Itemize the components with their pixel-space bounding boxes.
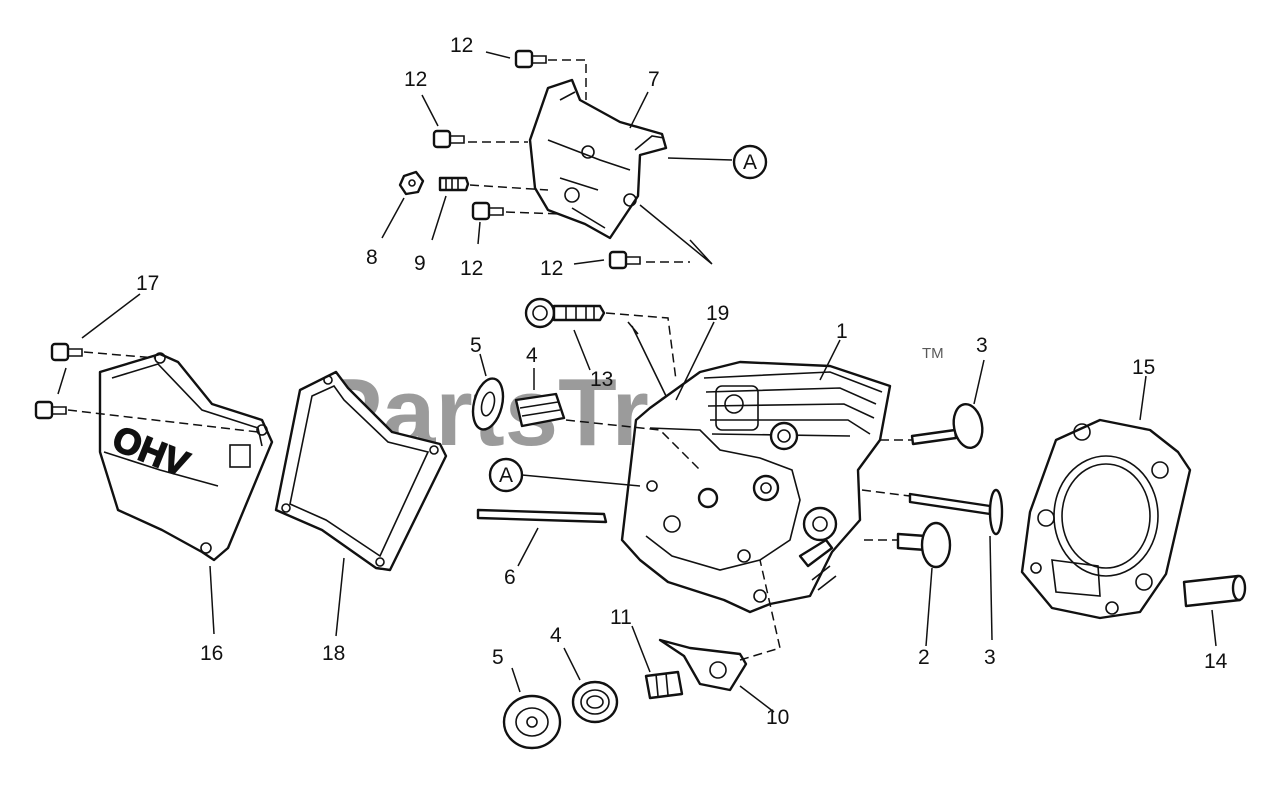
callout-a-side: A bbox=[499, 464, 513, 487]
bolt-12-left bbox=[432, 129, 465, 149]
callout-4-bottom: 4 bbox=[550, 624, 562, 647]
callout-11: 11 bbox=[610, 606, 632, 629]
stud-19 bbox=[627, 321, 667, 397]
cover-gasket-part bbox=[274, 370, 448, 572]
head-bolt-13 bbox=[524, 297, 606, 329]
callout-3-bottom: 3 bbox=[984, 646, 996, 669]
bolt-17-lower bbox=[34, 400, 67, 420]
valve-3-upper bbox=[910, 402, 984, 450]
reference-circle-a-top bbox=[732, 144, 768, 180]
callout-6: 6 bbox=[504, 566, 516, 589]
cylinder-head-part bbox=[620, 360, 892, 614]
nut-8 bbox=[398, 170, 425, 196]
bolt-12-top bbox=[514, 49, 547, 69]
callout-5-bottom: 5 bbox=[492, 646, 504, 669]
valve-spring-4-lower bbox=[571, 680, 619, 724]
callout-7: 7 bbox=[648, 68, 660, 91]
watermark-trademark: TM bbox=[922, 345, 944, 362]
valve-spring-4-upper bbox=[514, 392, 566, 428]
callout-2: 2 bbox=[918, 646, 930, 669]
callout-19: 19 bbox=[706, 302, 729, 325]
callout-1: 1 bbox=[836, 320, 848, 343]
valve-3-lower bbox=[908, 488, 1004, 536]
spring-retainer-5-upper bbox=[471, 377, 505, 431]
rocker-arm-10 bbox=[658, 638, 748, 692]
bolt-12-bottom bbox=[608, 250, 641, 270]
rocker-cover-part: OHV bbox=[98, 352, 274, 562]
callout-8: 8 bbox=[366, 246, 378, 269]
bolt-12-mid bbox=[471, 201, 504, 221]
callout-13: 13 bbox=[590, 368, 613, 391]
adjuster-11 bbox=[644, 670, 684, 700]
callout-12-left: 12 bbox=[404, 68, 427, 91]
rocker-bracket-part bbox=[528, 78, 668, 240]
callout-a-top: A bbox=[743, 151, 757, 174]
stud-9 bbox=[438, 176, 470, 192]
pushrod-6 bbox=[476, 508, 608, 524]
callout-14: 14 bbox=[1204, 650, 1228, 673]
callout-12-top: 12 bbox=[450, 34, 473, 57]
callout-17: 17 bbox=[136, 272, 159, 295]
dowel-pin-14 bbox=[1182, 574, 1247, 608]
valve-guide-2 bbox=[896, 521, 952, 569]
spring-retainer-5-lower bbox=[502, 694, 562, 750]
callout-9: 9 bbox=[414, 252, 426, 275]
callout-12-mid: 12 bbox=[460, 257, 483, 280]
callout-16: 16 bbox=[200, 642, 223, 665]
callout-10: 10 bbox=[766, 706, 789, 729]
callout-18: 18 bbox=[322, 642, 345, 665]
callout-5-top: 5 bbox=[470, 334, 482, 357]
callout-15: 15 bbox=[1132, 356, 1155, 379]
bolt-17-upper bbox=[50, 342, 83, 362]
head-gasket-15 bbox=[1020, 418, 1192, 620]
callout-12-bottom: 12 bbox=[540, 257, 563, 280]
callout-3-top: 3 bbox=[976, 334, 988, 357]
callout-4-top: 4 bbox=[526, 344, 538, 367]
